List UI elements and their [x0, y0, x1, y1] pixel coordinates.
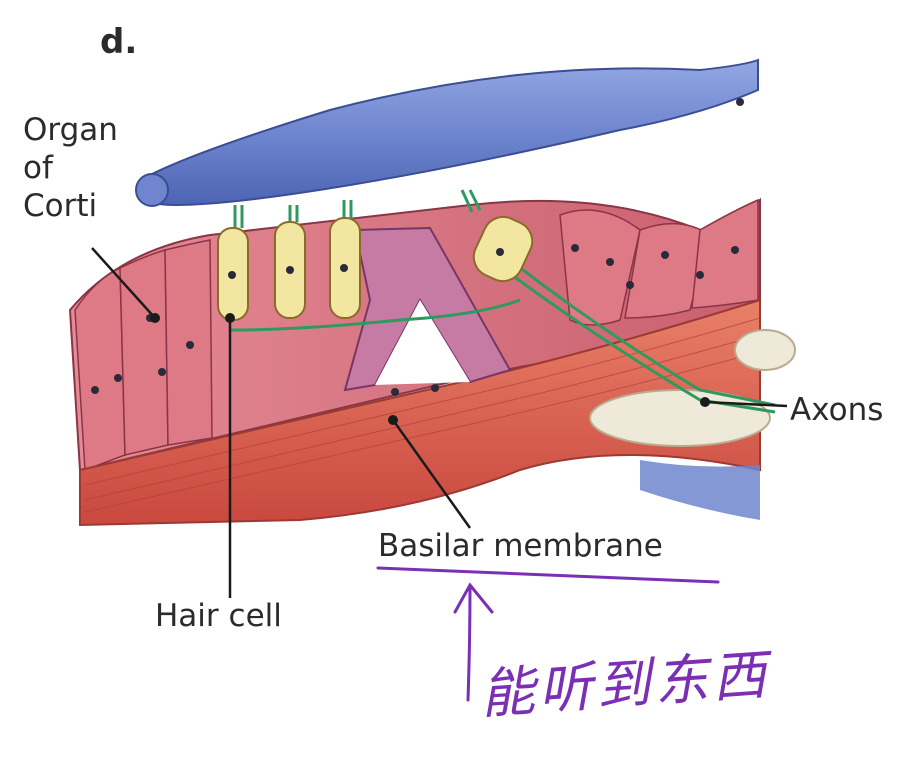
underline-stroke — [376, 566, 720, 584]
blue-edge — [640, 460, 760, 520]
organ-leader — [91, 247, 156, 319]
tectorial-tip — [135, 173, 169, 207]
stereocilia — [233, 189, 482, 228]
arrow-stroke — [466, 586, 472, 702]
inner-support-cells — [74, 239, 213, 472]
axons-label: Axons — [790, 392, 884, 428]
organ-label-line-3: Corti — [23, 187, 98, 224]
tectorial-membrane — [136, 58, 759, 207]
outer-support-cells — [559, 198, 759, 326]
tunnel-of-corti — [375, 300, 470, 385]
leader-lines — [91, 247, 788, 598]
basilar-leader — [391, 419, 472, 529]
arrow-head — [453, 582, 494, 614]
panel-letter: d. — [100, 22, 138, 62]
hair-cell-4 — [472, 215, 534, 283]
axons-leader — [704, 400, 788, 408]
bone-fragment — [734, 329, 796, 371]
nerve-fibers — [229, 258, 776, 414]
membrane-fibers — [84, 317, 761, 513]
organ-of-corti-label: Organ of Corti — [23, 112, 163, 225]
hair-cell-label: Hair cell — [155, 598, 282, 634]
handwritten-marks — [376, 566, 720, 702]
basilar-membrane-shape — [79, 298, 761, 527]
cell-nuclei — [91, 98, 744, 396]
basilar-membrane-label: Basilar membrane — [378, 528, 663, 564]
organ-label-line-2: of — [23, 149, 53, 186]
organ-label-line-1: Organ — [23, 112, 118, 148]
